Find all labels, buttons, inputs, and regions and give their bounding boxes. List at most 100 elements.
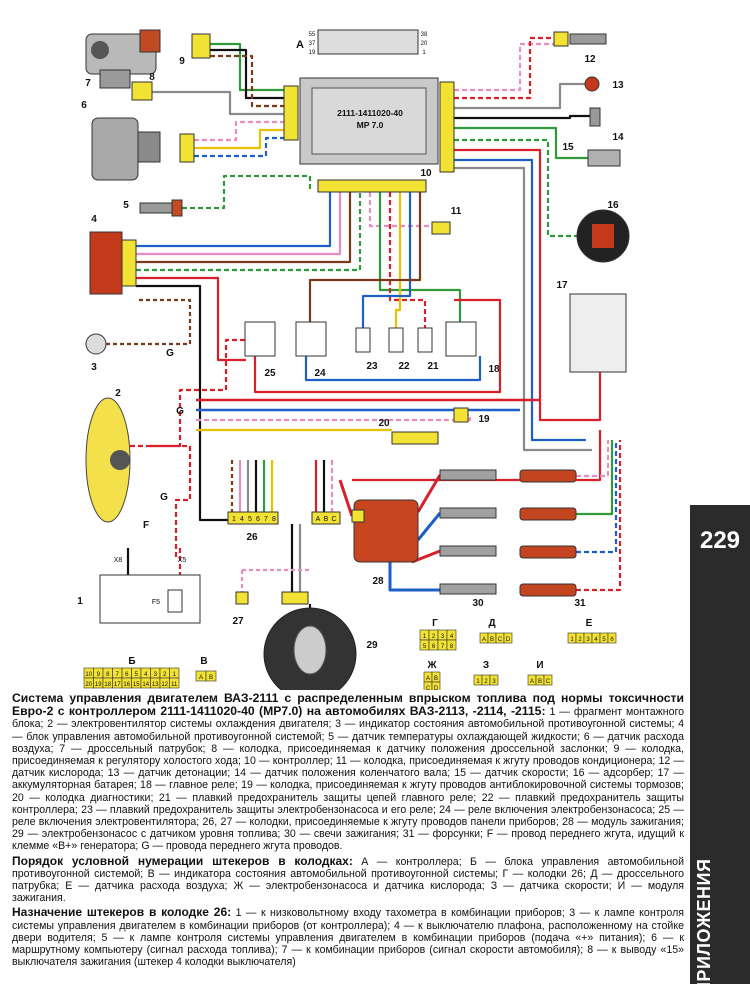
legend-b-row1-pin: 7 xyxy=(116,672,120,678)
callout-11: 11 xyxy=(451,206,462,217)
wire xyxy=(106,298,192,346)
callout-27: 27 xyxy=(232,616,244,627)
legend-g-row1-pin: 3 xyxy=(441,634,445,640)
wire xyxy=(388,562,440,592)
callout-12: 12 xyxy=(584,54,596,65)
immobilizer-unit xyxy=(89,231,137,295)
legend-b-row1-pin: 1 xyxy=(173,672,177,678)
legend-b-row1-pin: 8 xyxy=(106,672,110,678)
legend-v-cell xyxy=(205,670,217,682)
legend-b-row1-pin: 9 xyxy=(97,672,101,678)
block-vi-pin: A xyxy=(316,516,321,523)
legend-g-row2-pin: 7 xyxy=(441,644,445,650)
wire xyxy=(454,42,554,92)
fan-relay xyxy=(244,321,276,357)
wire xyxy=(416,512,442,541)
x-label: X8 xyxy=(114,557,123,564)
callout-2: 2 xyxy=(115,388,121,399)
fuse-fuel-pump xyxy=(355,327,371,353)
wire xyxy=(136,192,352,264)
legend-zh-row2-pin: D xyxy=(434,686,439,690)
legend-e-pin: 2 xyxy=(578,637,582,643)
side-tab: 229 ПРИЛОЖЕНИЯ xyxy=(690,505,750,995)
legend-g-letter: Г xyxy=(432,618,438,629)
order-paragraph: Порядок условной нумерации штекеров в ко… xyxy=(12,855,684,905)
wire-letter: G xyxy=(176,406,184,417)
callout-8: 8 xyxy=(149,72,155,83)
wire xyxy=(394,192,402,328)
caption-title: Система управления двигателем ВАЗ-2111 с… xyxy=(12,691,684,719)
wire xyxy=(136,276,246,362)
connector-26 xyxy=(227,511,279,525)
wire xyxy=(136,192,332,248)
legend-i-cell xyxy=(543,674,553,686)
wire xyxy=(308,192,422,322)
controller-connector-left xyxy=(283,85,299,141)
legend-b-row1-pin: 2 xyxy=(163,672,167,678)
callout-15: 15 xyxy=(562,142,574,153)
wire xyxy=(150,444,192,560)
wire xyxy=(130,338,245,448)
coolant-temp-sensor xyxy=(139,199,183,217)
wire xyxy=(576,440,618,554)
legend-i-pin: C xyxy=(546,679,551,685)
wire xyxy=(136,284,232,522)
callout-26: 26 xyxy=(246,532,258,543)
x-label: X5 xyxy=(178,557,187,564)
legend-v-pin: A xyxy=(199,675,203,681)
callout-1: 1 xyxy=(77,596,83,607)
legend-d-pin: C xyxy=(498,637,503,643)
wire xyxy=(136,192,362,272)
battery xyxy=(569,293,627,373)
mounting-block xyxy=(99,574,201,624)
wire xyxy=(210,42,284,92)
legend-g-row2-pin: 6 xyxy=(432,644,436,650)
figure-caption: Система управления двигателем ВАЗ-2111 с… xyxy=(12,692,684,970)
wire xyxy=(576,440,610,478)
connector-vi xyxy=(311,511,341,525)
callout-10: 10 xyxy=(420,168,432,179)
legend-z-cell xyxy=(489,674,499,686)
wire xyxy=(304,356,482,382)
block26-pin: 5 xyxy=(248,516,252,523)
legend-zh-letter: Ж xyxy=(426,660,437,671)
callout-25: 25 xyxy=(264,368,276,379)
block26-pin: 1 xyxy=(232,516,236,523)
wire xyxy=(152,90,284,116)
legend-d-pin: D xyxy=(506,637,511,643)
fuse-main-relay xyxy=(417,327,433,353)
wire xyxy=(454,36,554,100)
callout-28: 28 xyxy=(372,576,384,587)
legend-b-row2-pin: 12 xyxy=(161,682,168,688)
legend-b-row2-pin: 15 xyxy=(133,682,140,688)
block26-pin: 7 xyxy=(264,516,268,523)
ac-connector xyxy=(431,221,451,235)
legend-g-row2-pin: 8 xyxy=(450,644,454,650)
legend-e-pin: 5 xyxy=(602,637,606,643)
legend-zh-row1-pin: B xyxy=(434,676,438,682)
legend-e-pin: 1 xyxy=(570,637,574,643)
wire xyxy=(454,114,590,120)
wire xyxy=(210,54,284,108)
legend-zh-row2-pin: C xyxy=(426,686,431,690)
wire xyxy=(368,192,432,228)
legend-i-pin: A xyxy=(530,679,534,685)
abs-connector xyxy=(453,407,469,423)
canister xyxy=(576,209,630,263)
wire xyxy=(454,166,592,452)
wire xyxy=(352,430,602,482)
legend-zh-row2-cell xyxy=(431,681,441,690)
wire xyxy=(454,158,586,442)
wire xyxy=(576,440,614,516)
spark-plugs xyxy=(439,469,497,595)
callout-7: 7 xyxy=(85,78,91,89)
legend-d-pin: A xyxy=(482,637,486,643)
connector-a-pin: 20 xyxy=(421,41,428,47)
wire xyxy=(454,82,585,110)
cooling-fan xyxy=(85,397,131,523)
wire xyxy=(196,413,472,422)
speed-sensor xyxy=(587,149,621,167)
fuel-pump-relay xyxy=(295,321,327,357)
block-vi-pin: C xyxy=(331,516,336,523)
diagnostic-connector xyxy=(391,431,439,445)
